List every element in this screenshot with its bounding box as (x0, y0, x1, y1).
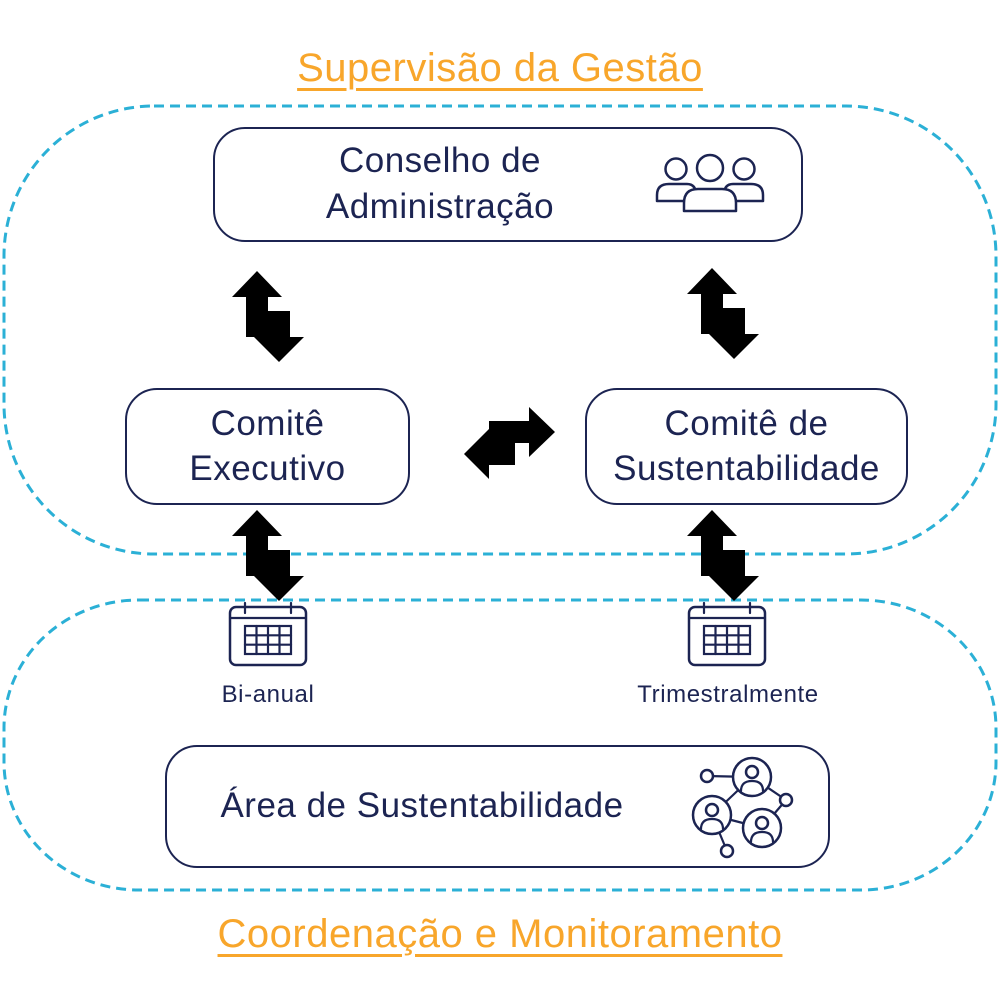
coordination-monitoring-frame (2, 598, 998, 892)
swap-vertical-arrows-icon (232, 510, 304, 601)
swap-vertical-arrows-icon (232, 271, 304, 362)
board-label: Conselho de Administração (240, 138, 640, 230)
sustainability-committee-label-line-2: Sustentabilidade (613, 449, 880, 488)
coordination-title: Coordenação e Monitoramento (217, 912, 783, 956)
network-people-icon (691, 756, 794, 859)
executive-frequency-label: Bi-anual (221, 681, 315, 708)
executive-committee-label-line-2: Executivo (189, 449, 346, 488)
sustainability-committee-node (585, 388, 908, 505)
executive-committee-node (125, 388, 410, 505)
sustainability-frequency-label: Trimestralmente (637, 681, 819, 708)
sustainability-committee-label-line-1: Comitê de (664, 404, 829, 443)
executive-committee-label-line-1: Comitê (210, 404, 325, 443)
calendar-icon (228, 601, 308, 667)
board-node (213, 127, 803, 242)
people-group-icon (655, 153, 765, 213)
management-supervision-frame (2, 104, 998, 556)
calendar-icon (687, 601, 767, 667)
swap-vertical-arrows-icon (687, 268, 759, 359)
swap-horizontal-arrows-icon (464, 407, 555, 479)
supervision-title: Supervisão da Gestão (297, 46, 703, 90)
swap-vertical-arrows-icon (687, 510, 759, 601)
board-label-line-2: Administração (325, 187, 555, 226)
board-label-line-1: Conselho de (338, 141, 542, 180)
executive-committee-label: Comitê Executivo (125, 401, 410, 491)
sustainability-area-label: Área de Sustentabilidade (172, 783, 672, 829)
sustainability-area-label-line-1: Área de Sustentabilidade (220, 786, 624, 825)
sustainability-committee-label: Comitê de Sustentabilidade (585, 401, 908, 491)
